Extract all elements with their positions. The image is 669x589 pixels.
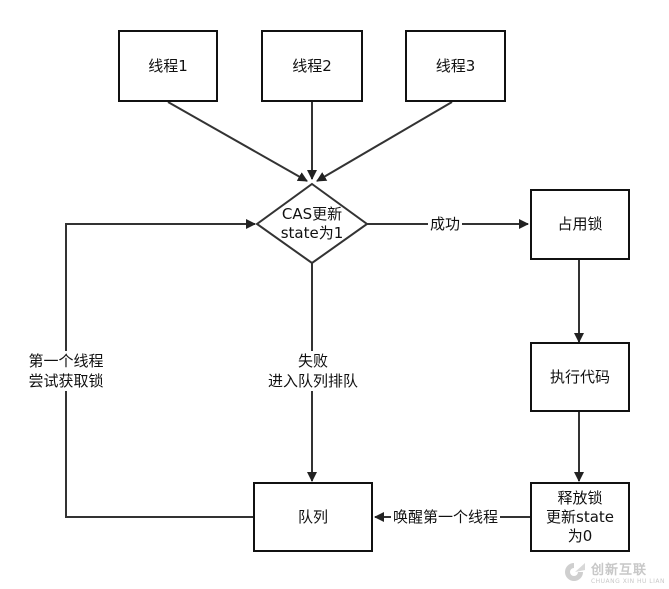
queue-label: 队列 — [297, 507, 328, 526]
thread2-box: 线程2 — [261, 30, 363, 102]
first-retry-edge-label: 第一个线程 尝试获取锁 — [20, 351, 112, 391]
execute-code-box: 执行代码 — [530, 342, 630, 412]
watermark: 创新互联 CHUANG XIN HU LIAN — [561, 559, 665, 585]
wake-first-edge-label: 唤醒第一个线程 — [391, 507, 501, 527]
edge-thread3-to-cas — [316, 101, 453, 182]
thread1-box: 线程1 — [118, 30, 218, 102]
thread1-label: 线程1 — [148, 56, 188, 75]
thread2-label: 线程2 — [292, 56, 332, 75]
thread3-label: 线程3 — [435, 56, 476, 75]
execute-code-label: 执行代码 — [549, 367, 610, 386]
watermark-sub: CHUANG XIN HU LIAN — [590, 578, 665, 585]
thread3-box: 线程3 — [405, 30, 506, 102]
release-lock-label: 释放锁 更新state 为0 — [546, 488, 614, 545]
release-lock-box: 释放锁 更新state 为0 — [530, 482, 630, 552]
cas-label: CAS更新 state为1 — [280, 205, 344, 242]
queue-box: 队列 — [253, 482, 373, 552]
occupy-lock-box: 占用锁 — [530, 189, 630, 260]
occupy-lock-label: 占用锁 — [557, 215, 603, 233]
watermark-brand: 创新互联 — [590, 563, 647, 578]
edge-thread1-to-cas — [167, 101, 308, 182]
success-edge-label: 成功 — [428, 214, 463, 234]
watermark-logo-icon — [564, 563, 585, 581]
fail-edge-label: 失败 进入队列排队 — [257, 351, 369, 391]
